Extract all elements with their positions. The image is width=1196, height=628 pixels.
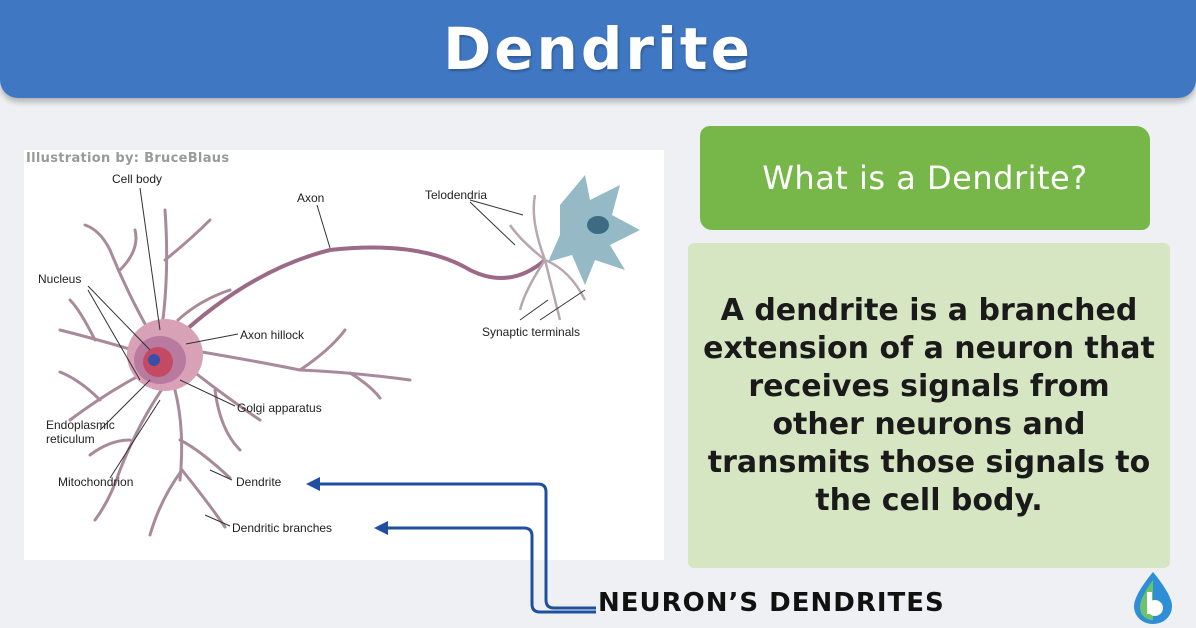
label-telodendria: Telodendria — [425, 188, 488, 202]
page-title: Dendrite — [443, 15, 753, 83]
label-nucleus: Nucleus — [38, 272, 82, 286]
header-bar: Dendrite — [0, 0, 1196, 98]
label-cell-body: Cell body — [112, 172, 163, 186]
label-synaptic-terminals: Synaptic terminals — [482, 325, 581, 339]
label-axon: Axon — [297, 191, 325, 205]
label-golgi-apparatus: Golgi apparatus — [237, 401, 322, 415]
label-mitochondrion: Mitochondrion — [58, 475, 134, 489]
label-axon-hillock: Axon hillock — [240, 328, 305, 342]
question-banner: What is a Dendrite? — [700, 126, 1150, 230]
neuron-diagram-panel — [24, 150, 664, 560]
neurons-dendrites-label: NEURON’S DENDRITES — [598, 588, 945, 618]
label-dendritic-branches: Dendritic branches — [232, 521, 333, 535]
definition-text: A dendrite is a branched extension of a … — [703, 292, 1155, 518]
definition-box: A dendrite is a branched extension of a … — [688, 243, 1170, 568]
label-reticulum: reticulum — [46, 432, 95, 446]
drop-logo-icon — [1134, 572, 1172, 624]
question-text: What is a Dendrite? — [762, 159, 1088, 197]
label-endoplasmic: Endoplasmic — [46, 418, 115, 432]
illustration-credit: Illustration by: BruceBlaus — [26, 151, 230, 166]
label-dendrite: Dendrite — [236, 475, 282, 489]
